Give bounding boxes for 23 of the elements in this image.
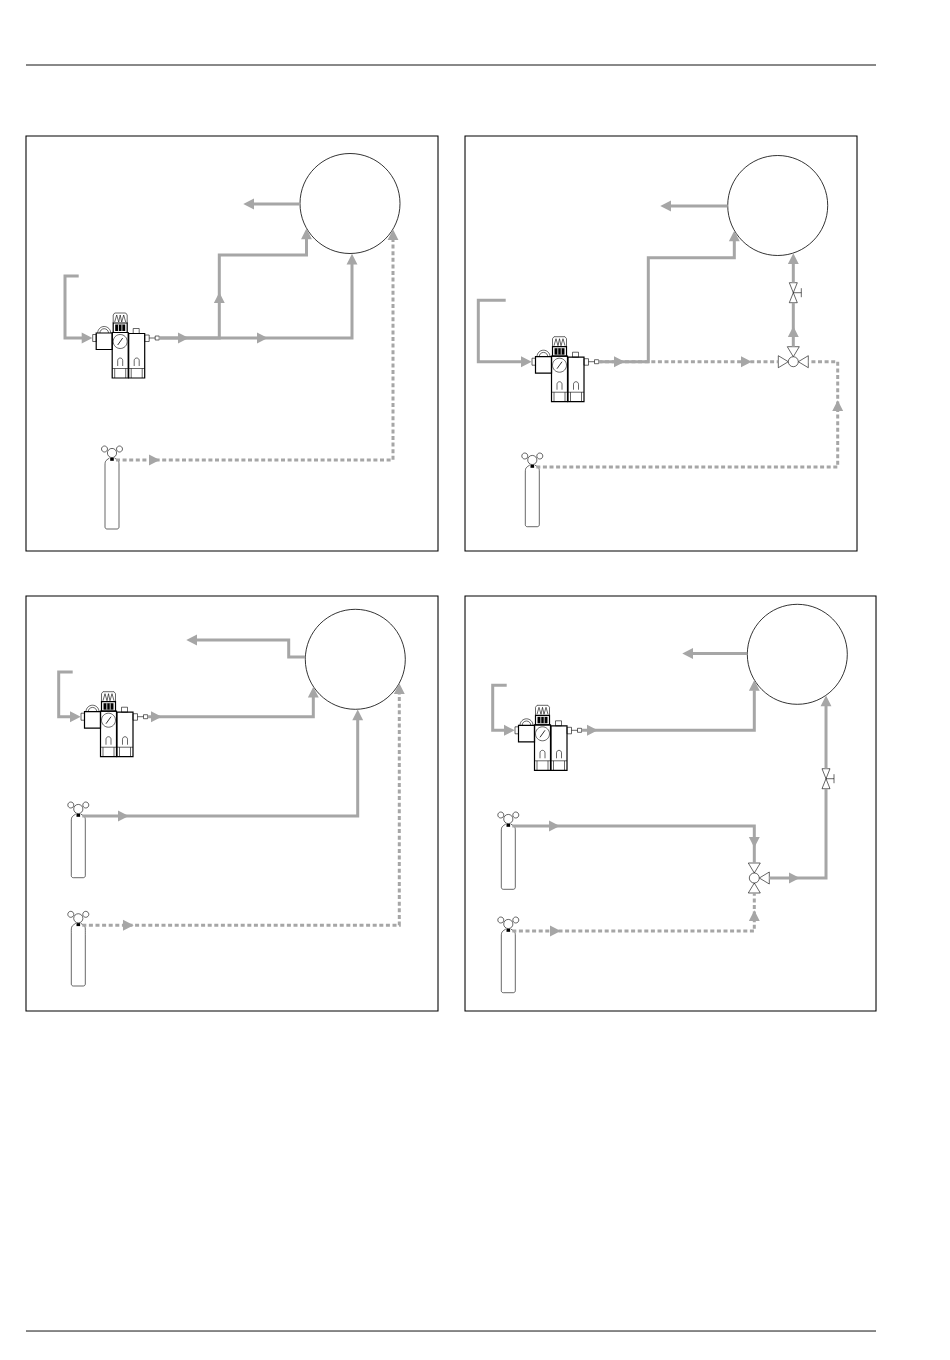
filter-regulator-drawing <box>514 705 582 771</box>
gas-cylinder <box>521 452 544 527</box>
three-way-valve <box>778 346 809 368</box>
tank-circle <box>299 153 401 254</box>
panel-frame <box>25 135 439 552</box>
filter-regulator-drawing <box>531 336 599 403</box>
three-way-valve <box>748 862 770 894</box>
gas-cylinder <box>497 811 520 890</box>
filter-regulator-drawing <box>80 691 148 758</box>
panel-frame <box>464 595 877 1012</box>
tank-circle <box>727 155 829 256</box>
gas-cylinder <box>497 916 520 993</box>
shutoff-valve <box>789 282 802 303</box>
panel-frame <box>25 595 439 1012</box>
tank-circle <box>304 608 406 710</box>
shutoff-valve <box>821 768 835 789</box>
gas-cylinder <box>67 801 90 878</box>
flow-arrow <box>512 820 760 863</box>
panel-frame <box>464 135 858 552</box>
gas-cylinder <box>101 445 123 530</box>
gas-cylinder <box>67 911 90 987</box>
filter-regulator-drawing <box>92 312 160 379</box>
tank-circle <box>746 603 848 705</box>
